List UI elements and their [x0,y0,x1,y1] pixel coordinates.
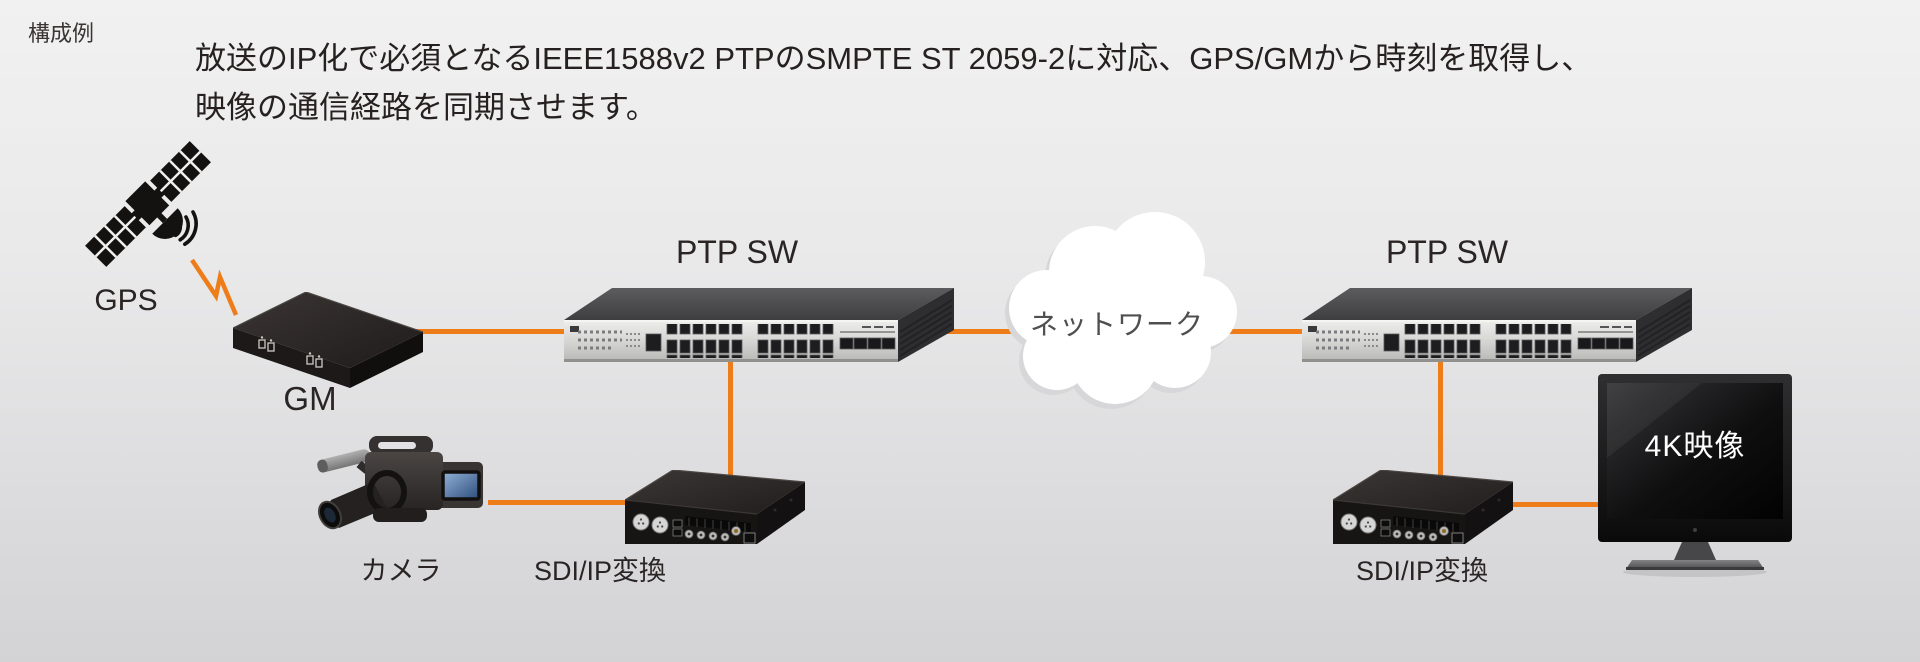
sdi-ip-converter-left-image [625,470,805,544]
description-line2: 映像の通信経路を同期させます。 [195,90,657,125]
description-line1: 放送のIP化で必須となるIEEE1588v2 PTPのSMPTE ST 2059… [195,41,1593,76]
ptp-switch-right-image [1302,288,1692,362]
connection-line-converter-to-monitor [1505,502,1606,507]
sdi-ip-converter-right-label: SDI/IP変換 [1355,556,1489,586]
description-text: 放送のIP化で必須となるIEEE1588v2 PTPのSMPTE ST 2059… [195,34,1592,132]
sdi-ip-converter-left-label: SDI/IP変換 [533,556,667,586]
gm-label: GM [283,380,337,417]
ptp-switch-left-label: PTP SW [675,234,799,270]
gm-device-image [233,292,423,388]
connection-line-switch-to-converter-right [1438,358,1443,480]
connection-line-cloud-to-switch [1230,329,1310,334]
connection-line-switch-to-converter-left [728,358,733,480]
network-cloud-icon [1005,212,1237,409]
sdi-ip-converter-right-image [1333,470,1513,544]
video-camera-icon [317,436,483,530]
wireless-signal-bolt-icon [190,258,239,316]
connection-line-camera-to-converter [488,500,633,505]
ptp-switch-left-image [564,288,954,362]
gps-label: GPS [94,284,158,317]
network-cloud-label: ネットワーク [1029,309,1205,340]
ptp-switch-right-label: PTP SW [1385,234,1509,270]
monitor-screen-label: 4K映像 [1644,430,1746,463]
connection-line-gm-to-switch [415,329,575,334]
camera-label: カメラ [360,556,442,586]
connection-line-switch-to-cloud [938,329,1023,334]
tv-monitor-icon [1598,374,1792,577]
corner-label: 構成例 [28,21,95,46]
gps-satellite-icon [85,141,211,267]
